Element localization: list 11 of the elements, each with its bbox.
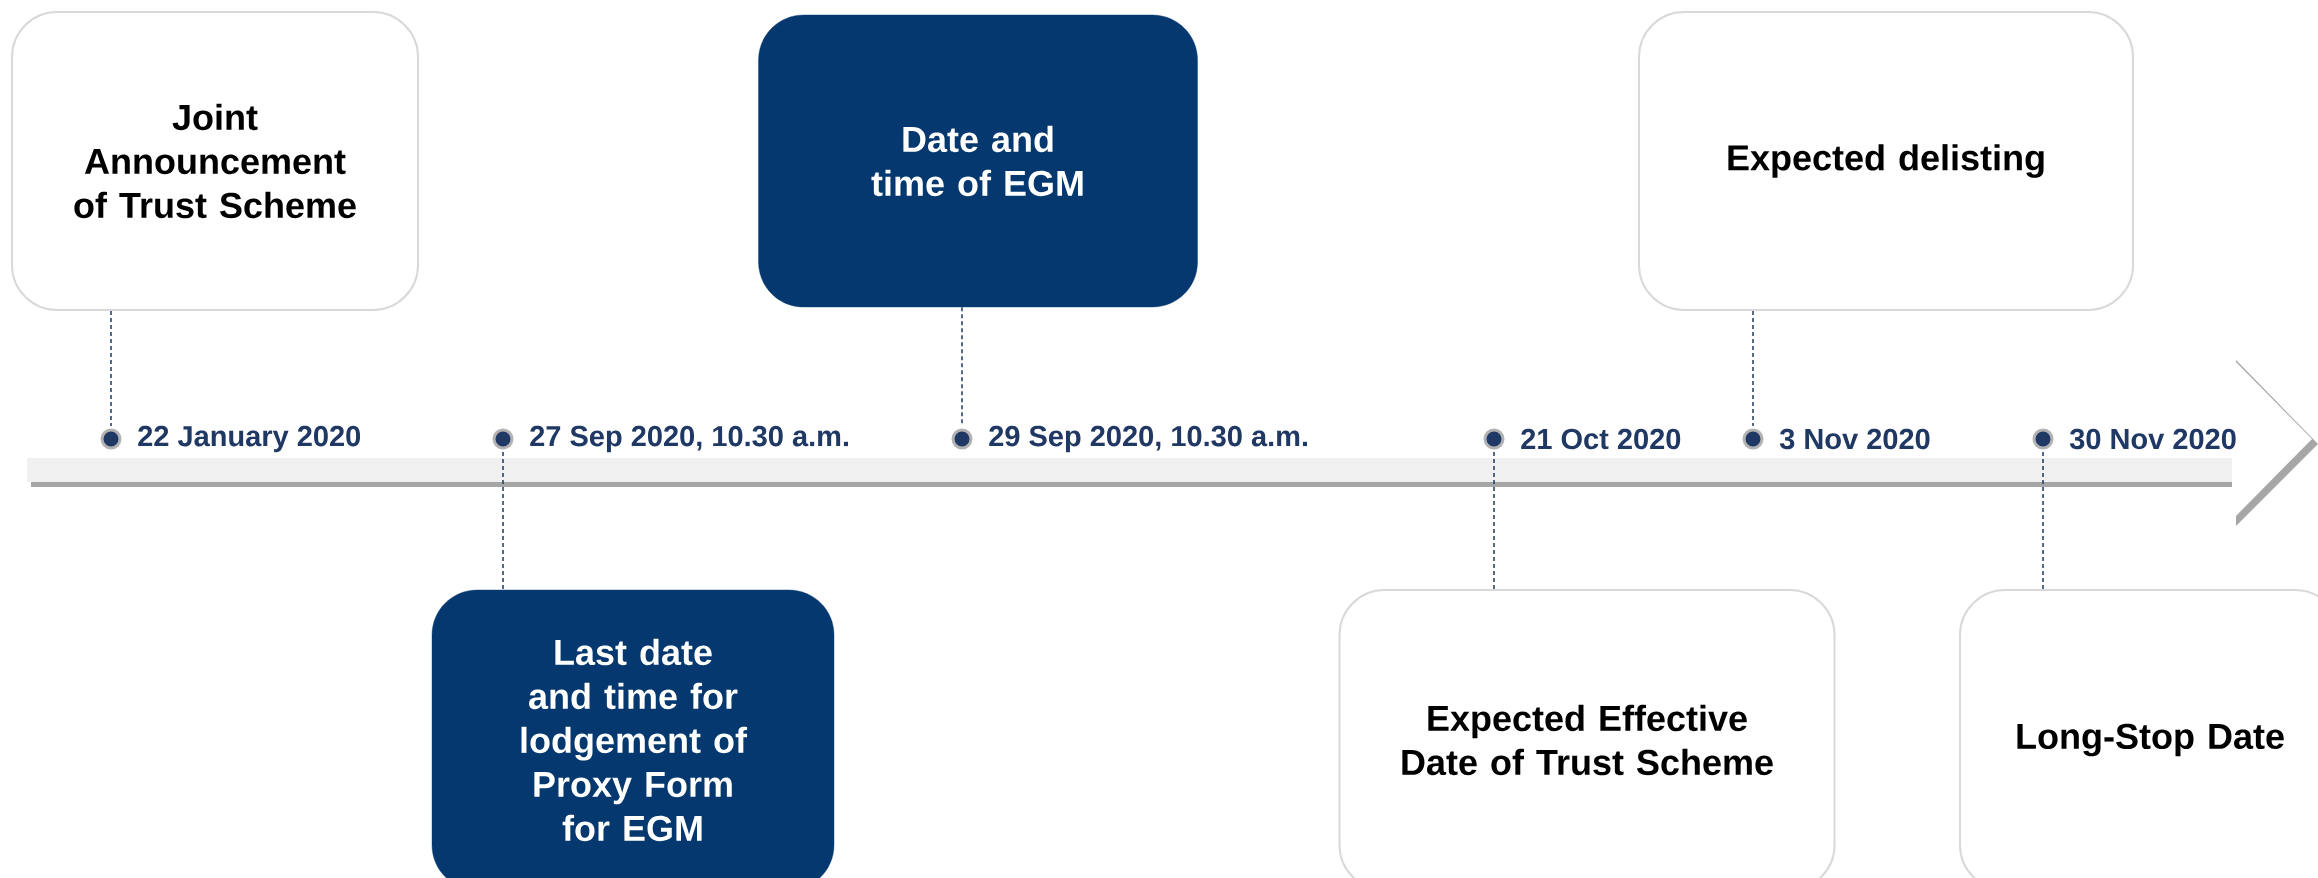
event-box: Joint Announcement of Trust Scheme [11,11,419,311]
event-box: Expected Effective Date of Trust Scheme [1338,589,1836,878]
event-box: Date and time of EGM [758,14,1198,308]
leader-line [502,451,504,591]
leader-line [1752,310,1754,427]
leader-line [1493,451,1495,590]
leader-line [2042,451,2044,590]
event-box: Expected delisting [1638,11,2135,311]
event-box: Long-Stop Date [1959,589,2318,878]
event-box: Last date and time for lodgement of Proxy Form for EGM [431,589,835,878]
leader-line [110,310,112,427]
